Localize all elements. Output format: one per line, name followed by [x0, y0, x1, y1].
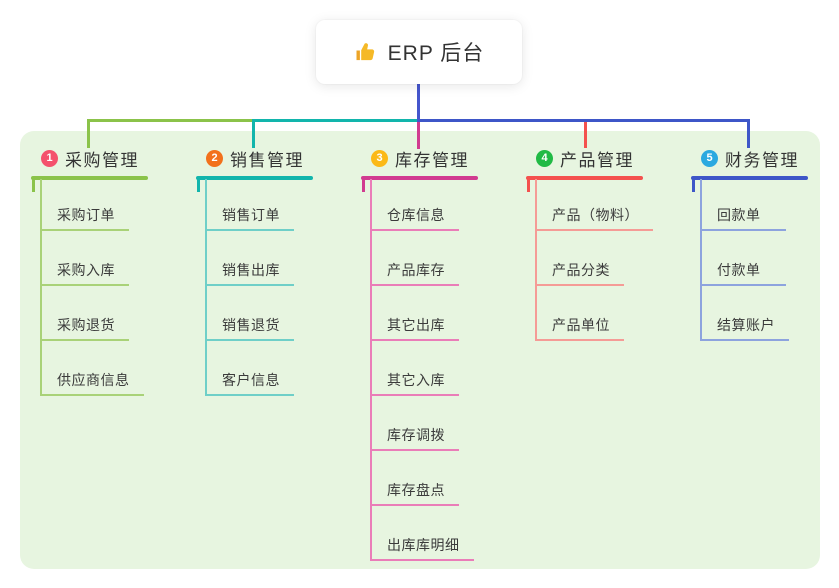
branch-title[interactable]: 3 库存管理 — [371, 147, 469, 170]
connector-line — [252, 119, 255, 148]
branch-underline — [361, 176, 478, 180]
child-node-label: 结算账户 — [717, 317, 775, 333]
child-node-label: 仓库信息 — [387, 207, 445, 223]
child-node[interactable]: 产品（物料） — [535, 203, 653, 231]
child-node-label: 产品（物料） — [552, 207, 639, 223]
child-node-label: 其它入库 — [387, 372, 445, 388]
branch-underline — [526, 176, 643, 180]
child-node[interactable]: 产品单位 — [535, 313, 624, 341]
branch-underline — [31, 176, 148, 180]
child-node[interactable]: 其它出库 — [370, 313, 459, 341]
connector-line — [252, 119, 421, 122]
child-node[interactable]: 客户信息 — [205, 368, 294, 396]
branch-stub-line — [32, 179, 35, 192]
child-node-label: 客户信息 — [222, 372, 280, 388]
branch-underline — [691, 176, 808, 180]
child-node[interactable]: 供应商信息 — [40, 368, 144, 396]
child-node-label: 采购订单 — [57, 207, 115, 223]
child-node-label: 供应商信息 — [57, 372, 130, 388]
child-node[interactable]: 采购退货 — [40, 313, 129, 341]
child-node-label: 产品库存 — [387, 262, 445, 278]
connector-line — [747, 119, 750, 148]
branch-number-badge: 2 — [206, 149, 223, 167]
connector-line — [87, 119, 90, 148]
child-node[interactable]: 结算账户 — [700, 313, 789, 341]
branch-number-badge: 1 — [41, 149, 58, 167]
child-node-label: 销售出库 — [222, 262, 280, 278]
connector-line — [584, 119, 587, 148]
branch-title[interactable]: 5 财务管理 — [701, 147, 799, 170]
branch-number-badge: 4 — [536, 149, 553, 167]
child-node-label: 回款单 — [717, 207, 761, 223]
child-node-label: 采购入库 — [57, 262, 115, 278]
branch-trunk-line — [205, 179, 207, 396]
branch-stub-line — [527, 179, 530, 192]
child-node-label: 销售订单 — [222, 207, 280, 223]
branch-title-label: 销售管理 — [230, 150, 304, 170]
child-node[interactable]: 销售出库 — [205, 258, 294, 286]
root-title: ERP 后台 — [387, 42, 485, 65]
branch-number-badge: 3 — [371, 149, 388, 167]
child-node-label: 其它出库 — [387, 317, 445, 333]
child-node[interactable]: 采购入库 — [40, 258, 129, 286]
branch-trunk-line — [700, 179, 702, 341]
child-node-label: 销售退货 — [222, 317, 280, 333]
child-node-label: 产品单位 — [552, 317, 610, 333]
child-node[interactable]: 产品库存 — [370, 258, 459, 286]
connector-line — [419, 119, 750, 122]
branch-title[interactable]: 2 销售管理 — [206, 147, 304, 170]
thumbs-up-icon — [354, 40, 378, 64]
branch-number-badge: 5 — [701, 149, 718, 167]
child-node[interactable]: 付款单 — [700, 258, 786, 286]
background-panel — [20, 131, 820, 569]
child-node[interactable]: 销售订单 — [205, 203, 294, 231]
branch-stub-line — [197, 179, 200, 192]
child-node[interactable]: 采购订单 — [40, 203, 129, 231]
child-node-label: 库存盘点 — [387, 482, 445, 498]
child-node[interactable]: 其它入库 — [370, 368, 459, 396]
child-node[interactable]: 销售退货 — [205, 313, 294, 341]
connector-line — [417, 119, 420, 149]
child-node-label: 采购退货 — [57, 317, 115, 333]
connector-line — [417, 84, 420, 122]
child-node[interactable]: 库存盘点 — [370, 478, 459, 506]
branch-title[interactable]: 1 采购管理 — [41, 147, 139, 170]
child-node-label: 出库库明细 — [387, 537, 460, 553]
branch-stub-line — [362, 179, 365, 192]
branch-title-label: 产品管理 — [560, 150, 634, 170]
branch-title-label: 库存管理 — [395, 150, 469, 170]
child-node-label: 付款单 — [717, 262, 761, 278]
child-node[interactable]: 产品分类 — [535, 258, 624, 286]
branch-trunk-line — [370, 179, 372, 561]
child-node[interactable]: 回款单 — [700, 203, 786, 231]
branch-trunk-line — [40, 179, 42, 396]
child-node[interactable]: 库存调拨 — [370, 423, 459, 451]
branch-title-label: 财务管理 — [725, 150, 799, 170]
child-node[interactable]: 出库库明细 — [370, 533, 474, 561]
branch-stub-line — [692, 179, 695, 192]
child-node-label: 库存调拨 — [387, 427, 445, 443]
branch-trunk-line — [535, 179, 537, 341]
branch-title[interactable]: 4 产品管理 — [536, 147, 634, 170]
branch-title-label: 采购管理 — [65, 150, 139, 170]
child-node-label: 产品分类 — [552, 262, 610, 278]
child-node[interactable]: 仓库信息 — [370, 203, 459, 231]
root-node[interactable]: ERP 后台 — [316, 20, 522, 84]
branch-underline — [196, 176, 313, 180]
